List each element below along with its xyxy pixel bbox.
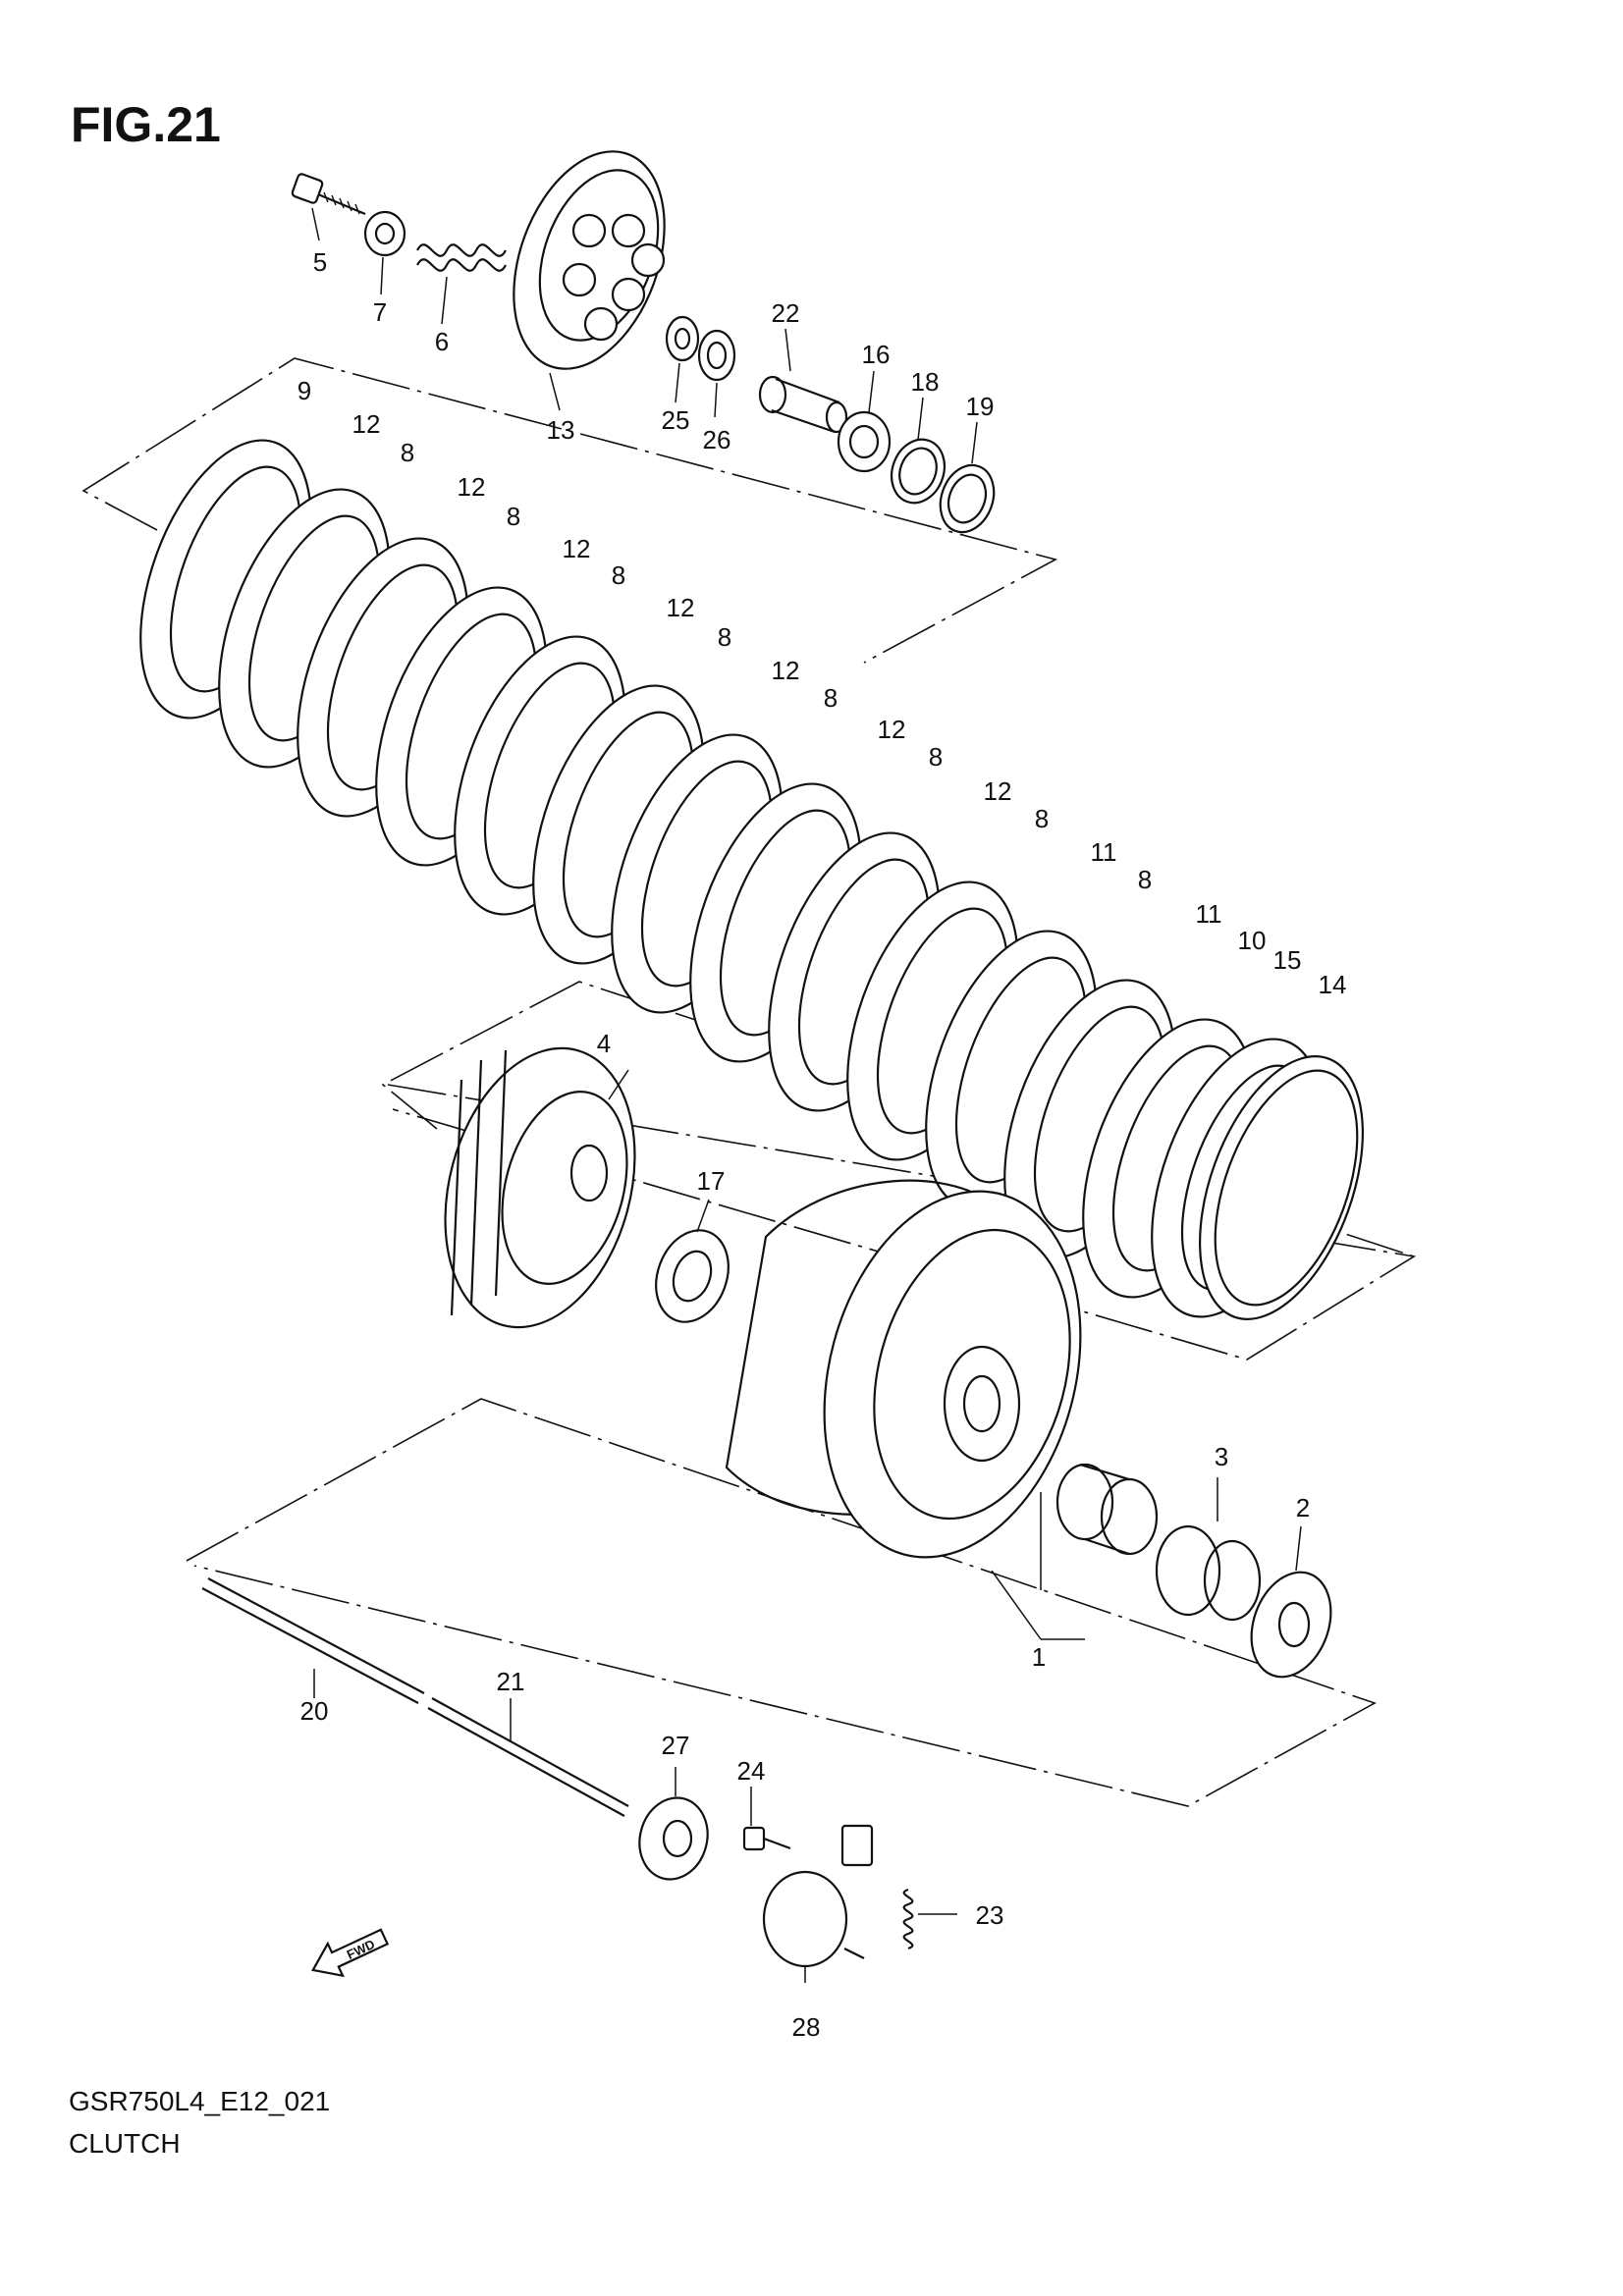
part-19-washer — [939, 463, 996, 534]
callout-13: 13 — [547, 415, 575, 445]
callout-20: 20 — [300, 1696, 329, 1726]
part-13-pressure-plate — [513, 150, 666, 370]
callout-12e: 12 — [772, 656, 800, 685]
callout-8c: 8 — [612, 561, 625, 590]
callout-1: 1 — [1032, 1642, 1046, 1672]
callout-8e: 8 — [824, 683, 838, 713]
callout-8f: 8 — [929, 742, 943, 772]
callout-15: 15 — [1273, 945, 1302, 975]
callout-5: 5 — [313, 247, 327, 277]
part-16-nut — [837, 410, 892, 473]
callout-7: 7 — [373, 297, 387, 327]
clutch-plate-stack — [139, 439, 1364, 1320]
part-2-thrust-washer — [1250, 1571, 1332, 1679]
part-27-oil-seal — [638, 1796, 709, 1881]
callout-19: 19 — [966, 392, 995, 421]
part-23-spring — [902, 1888, 914, 1950]
callout-17: 17 — [697, 1166, 726, 1196]
frame-shaft — [186, 1398, 1377, 1807]
callout-12b: 12 — [458, 472, 486, 502]
callout-10: 10 — [1238, 926, 1267, 955]
callouts: 5 7 6 13 25 26 22 16 18 19 9 12 8 12 8 1… — [298, 247, 1347, 2042]
part-20-pushrod — [201, 1577, 425, 1704]
part-18-washer — [890, 438, 947, 505]
callout-8h: 8 — [1138, 865, 1152, 894]
callout-9: 9 — [298, 376, 311, 405]
callout-21: 21 — [497, 1667, 525, 1696]
figure-name: CLUTCH — [69, 2128, 181, 2159]
fwd-label: FWD — [345, 1937, 377, 1962]
fwd-direction-arrow: FWD — [311, 1928, 390, 1978]
figure-title: FIG.21 — [71, 97, 221, 152]
part-5-bolt — [291, 173, 366, 216]
callout-3: 3 — [1215, 1442, 1228, 1471]
callout-11a: 11 — [1091, 837, 1117, 867]
callout-23: 23 — [976, 1900, 1004, 1930]
figure-code: GSR750L4_E12_021 — [69, 2086, 331, 2116]
part-24-bolt — [742, 1826, 791, 1851]
part-17-washer — [655, 1229, 730, 1323]
callout-14: 14 — [1319, 970, 1347, 999]
callout-2: 2 — [1296, 1493, 1310, 1522]
callout-4: 4 — [597, 1029, 611, 1058]
callout-12d: 12 — [667, 593, 695, 622]
callout-12a: 12 — [352, 409, 381, 439]
part-4-clutch-sleeve-hub — [444, 1046, 636, 1329]
callout-8a: 8 — [401, 438, 414, 467]
callout-6: 6 — [435, 327, 449, 356]
callout-22: 22 — [772, 298, 800, 328]
part-21-pushrod — [427, 1697, 629, 1817]
part-25-washer — [665, 315, 700, 362]
callout-18: 18 — [911, 367, 940, 397]
callout-25: 25 — [662, 405, 690, 435]
callout-11b: 11 — [1196, 899, 1222, 929]
part-28-release-camshaft — [762, 1824, 874, 1968]
part-3-spacer-bearing — [1055, 1463, 1262, 1622]
part-22-rod — [758, 375, 848, 434]
callout-8g: 8 — [1035, 804, 1049, 833]
callout-12c: 12 — [563, 534, 591, 563]
callout-24: 24 — [737, 1756, 766, 1786]
callout-26: 26 — [703, 425, 731, 454]
callout-27: 27 — [662, 1731, 690, 1760]
callout-8b: 8 — [507, 502, 520, 531]
callout-8d: 8 — [718, 622, 731, 652]
part-26-bearing — [697, 329, 736, 382]
callout-12g: 12 — [984, 776, 1012, 806]
part-1-primary-driven-gear-housing — [725, 1179, 1082, 1559]
callout-16: 16 — [862, 340, 891, 369]
leader-lines — [311, 207, 1302, 1983]
callout-12f: 12 — [878, 715, 906, 744]
part-7-washer — [363, 210, 406, 257]
part-6-spring — [416, 243, 507, 272]
callout-28: 28 — [792, 2012, 821, 2042]
